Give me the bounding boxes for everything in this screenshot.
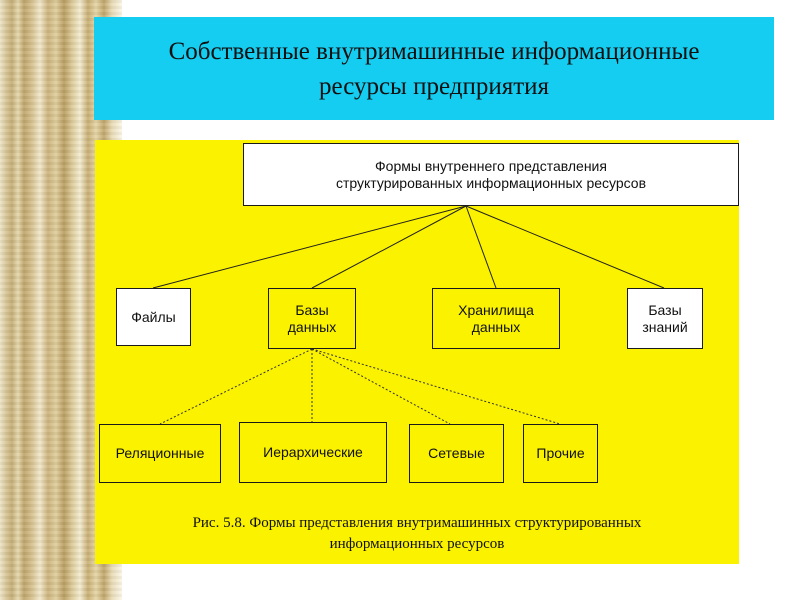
connector-root-knowledge-bases bbox=[465, 205, 665, 289]
node-files-label: Файлы bbox=[131, 308, 176, 325]
connector-root-warehouses bbox=[465, 205, 497, 289]
node-hierarchical: Иерархические bbox=[239, 422, 387, 483]
connector-root-databases bbox=[311, 205, 467, 289]
node-relational: Реляционные bbox=[99, 424, 221, 483]
figure-caption-line-1: Рис. 5.8. Формы представления внутримаши… bbox=[192, 515, 642, 531]
node-hierarchical-label: Иерархические bbox=[263, 444, 363, 460]
slide-title: Собственные внутримашинные информационны… bbox=[94, 17, 774, 120]
node-relational-label: Реляционные bbox=[115, 445, 205, 461]
node-network: Сетевые bbox=[409, 424, 504, 483]
figure-caption-line-2: информационных ресурсов bbox=[329, 536, 505, 552]
node-root-line-2: структурированных информационных ресурсо… bbox=[335, 174, 647, 191]
connector-databases-other bbox=[311, 348, 561, 425]
connector-databases-network bbox=[311, 348, 451, 425]
slide-title-line-2: ресурсы предприятия bbox=[318, 72, 550, 100]
node-data-warehouses: Хранилища данных bbox=[432, 288, 560, 349]
node-network-label: Сетевые bbox=[428, 445, 485, 461]
node-other: Прочие bbox=[523, 424, 598, 483]
node-files: Файлы bbox=[116, 288, 191, 346]
connector-root-files bbox=[152, 205, 467, 289]
node-databases-label: Базы данных bbox=[287, 301, 337, 335]
node-data-warehouses-label: Хранилища данных bbox=[458, 301, 534, 335]
diagram-area bbox=[95, 140, 739, 564]
node-root: Формы внутреннего представления структур… bbox=[243, 143, 739, 206]
figure-caption: Рис. 5.8. Формы представления внутримаши… bbox=[95, 513, 739, 555]
node-knowledge-bases: Базы знаний bbox=[627, 288, 703, 349]
node-root-line-1: Формы внутреннего представления bbox=[375, 157, 607, 174]
node-databases: Базы данных bbox=[268, 288, 356, 349]
node-other-label: Прочие bbox=[536, 445, 585, 461]
slide-title-line-1: Собственные внутримашинные информационны… bbox=[168, 37, 700, 65]
node-knowledge-bases-label: Базы знаний bbox=[642, 301, 688, 335]
connector-databases-relational bbox=[159, 348, 313, 425]
